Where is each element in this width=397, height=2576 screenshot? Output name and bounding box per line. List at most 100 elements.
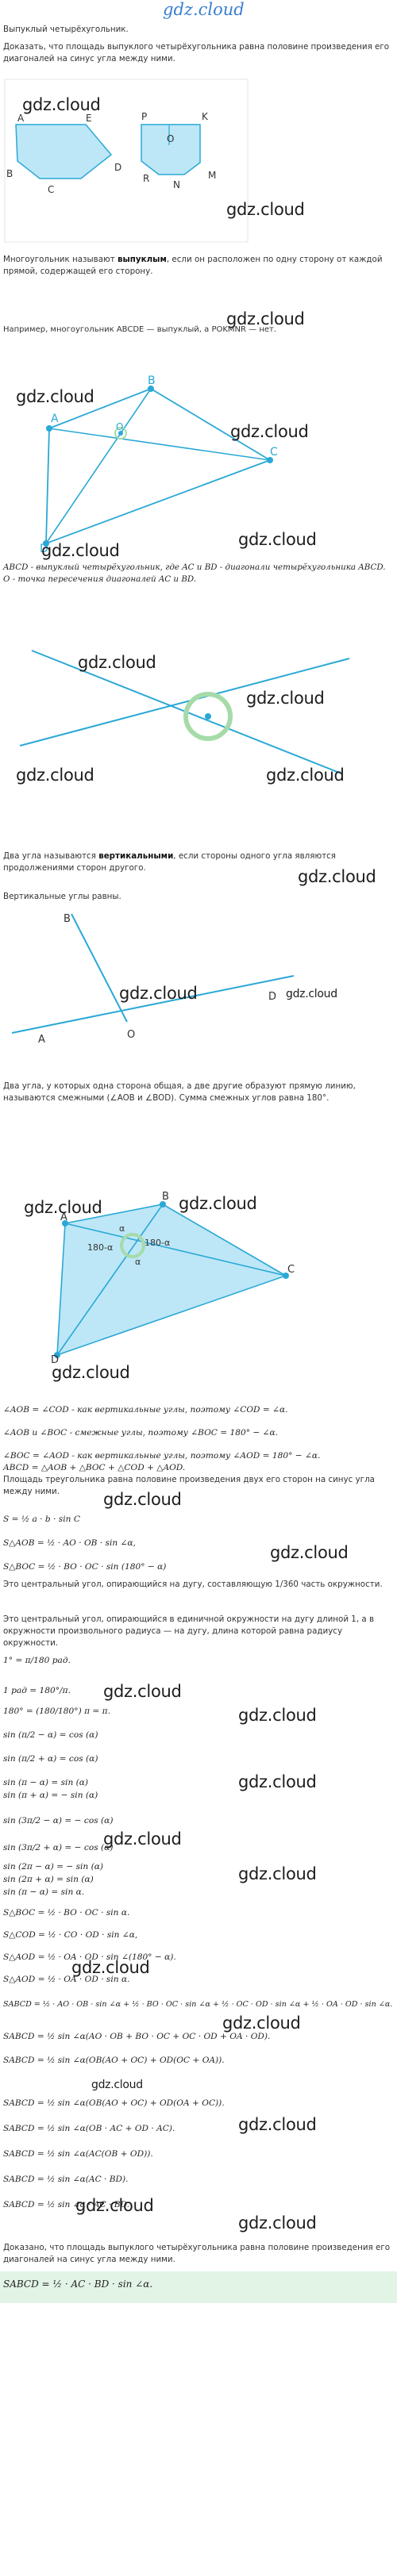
eq-line: sin (3π/2 − α) = − cos (α): [3, 1816, 114, 1825]
fig1-label-c: C: [48, 184, 54, 195]
eq-line: S△AOD = ½ · OA · OD · sin α.: [3, 1975, 130, 1984]
eq-line: sin (2π + α) = sin (α): [3, 1875, 94, 1884]
watermark: gdz.cloud: [16, 766, 94, 785]
fig4-label-b: B: [64, 913, 71, 925]
site-logo[interactable]: gdz.cloud: [163, 0, 245, 19]
fig5-label-d: D: [51, 1354, 59, 1365]
figure-adjacent-angles: B A O D: [0, 896, 397, 1055]
eq-line: sin (π − α) = sin α.: [3, 1887, 85, 1897]
fig1-label-r: R: [143, 173, 149, 184]
eq-line: sin (π + α) = − sin (α): [3, 1791, 98, 1800]
fig4-label-d: D: [268, 991, 276, 1003]
fig5-label-c: C: [287, 1264, 295, 1276]
fig1-label-p: P: [141, 111, 147, 122]
fig2-label-d: D: [40, 543, 48, 555]
fig1-label-o: O: [167, 133, 174, 144]
watermark: gdz.cloud: [238, 2213, 317, 2232]
adjacent-definition: Два угла, у которых одна сторона общая, …: [3, 1081, 356, 1103]
eq-line: ∠AOB и ∠BOC - смежные углы, поэтому ∠BOC…: [3, 1428, 279, 1438]
eq-line: SABCD = ½ sin ∠α(OB(AO + OC) + OD(OA + O…: [3, 2098, 225, 2108]
watermark: gdz.cloud: [238, 1864, 317, 1883]
fig5-label-180-right: 180-α: [145, 1238, 170, 1248]
watermark: gdz.cloud: [238, 1772, 317, 1791]
fig1-label-n: N: [173, 179, 180, 190]
final-formula-highlight: [0, 2271, 397, 2303]
radian-text: Это центральный угол, опирающийся в един…: [3, 1614, 375, 1648]
intro-text: Доказать, что площадь выпуклого четырёху…: [3, 42, 390, 63]
watermark: gdz.cloud: [24, 1198, 102, 1217]
eq-line: SABCD = ½ sin ∠α(AC · BD).: [3, 2175, 129, 2184]
watermark: gdz.cloud: [226, 200, 305, 219]
figure-quadrilateral-angles: A B C D α α 180-α 180-α: [0, 1190, 397, 1366]
fig2-label-o: O: [116, 421, 123, 432]
watermark: gdz.cloud: [22, 95, 101, 114]
eq-line: 180° = (180/180°) π = π.: [3, 1706, 110, 1716]
eq-line: SABCD = ½ sin ∠α(AC(OB + OD)).: [3, 2149, 153, 2159]
fig5-label-alpha-bottom: α: [135, 1257, 141, 1267]
eq-line: sin (3π/2 + α) = − cos (α): [3, 1843, 114, 1852]
watermark: gdz.cloud: [103, 1829, 182, 1849]
watermark: gdz.cloud: [41, 541, 120, 560]
eq-line: SABCD = ½ sin ∠α(OB(AO + OC) + OD(OC + O…: [3, 2056, 225, 2065]
watermark: gdz.cloud: [286, 988, 337, 1000]
watermark: gdz.cloud: [103, 1490, 182, 1509]
watermark: gdz.cloud: [222, 2014, 301, 2033]
watermark: gdz.cloud: [230, 422, 309, 441]
section-title: Выпуклый четырёхугольник.: [3, 25, 129, 34]
eq-line: SABCD = ½ sin ∠α · AC · BD.: [3, 2200, 130, 2209]
fig4-label-o: O: [127, 1029, 135, 1041]
convex-definition: Многоугольник называют выпуклым, если он…: [3, 255, 383, 276]
fig2-label-a: A: [51, 413, 59, 425]
fig5-label-alpha-top: α: [119, 1223, 125, 1234]
conclusion-text: Доказано, что площадь выпуклого четырёху…: [3, 2243, 391, 2264]
fig1-label-a: A: [17, 113, 25, 124]
eq-line: ∠BOC = ∠AOD - как вертикальные углы, поэ…: [3, 1451, 321, 1461]
final-formula: SABCD = ½ · AC · BD · sin ∠α.: [3, 2278, 153, 2290]
fig5-label-b: B: [162, 1191, 169, 1203]
fig1-label-m: M: [208, 170, 216, 181]
watermark: gdz.cloud: [16, 387, 94, 406]
watermark: gdz.cloud: [238, 530, 317, 549]
eq-line: sin (π/2 + α) = cos (α): [3, 1754, 98, 1764]
eq-line: 1° = π/180 рад.: [3, 1656, 71, 1665]
watermark: gdz.cloud: [238, 1706, 317, 1725]
watermark: gdz.cloud: [179, 1194, 257, 1213]
fig5-label-a: A: [60, 1211, 67, 1223]
eq-line: SABCD = ½ sin ∠α(OB · AC + OD · AC).: [3, 2124, 175, 2133]
watermark: gdz.cloud: [52, 1363, 130, 1382]
watermark: gdz.cloud: [266, 766, 345, 785]
fig4-label-a: A: [38, 1034, 45, 1046]
watermark: gdz.cloud: [246, 689, 325, 708]
watermark: gdz.cloud: [238, 2115, 317, 2134]
eq-line: 1 рад = 180°/π.: [3, 1686, 71, 1695]
figure-intersecting-lines: [0, 627, 397, 777]
eq-line: ∠AOB = ∠COD - как вертикальные углы, поэ…: [3, 1405, 288, 1415]
fig2-label-b: B: [148, 374, 156, 387]
polygon-example: Например, многоугольник ABCDE — выпуклый…: [3, 325, 277, 334]
eq-line: SABCD = ½ · AO · OB · sin ∠α + ½ · BO · …: [3, 2000, 393, 2009]
abcd-description: ABCD - выпуклый четырёхугольник, где AC …: [3, 562, 386, 584]
fig1-label-k: K: [202, 111, 209, 122]
triangle-area-rule: Площадь треугольника равна половине прои…: [3, 1475, 375, 1496]
watermark: gdz.cloud: [75, 2196, 154, 2215]
watermark: gdz.cloud: [270, 1543, 349, 1562]
watermark: gdz.cloud: [91, 2079, 143, 2091]
figure-convex-polygons: A E B C D P O K R N M: [0, 75, 397, 250]
eq-line: sin (π − α) = sin (α): [3, 1778, 89, 1787]
central-angle-text: Это центральный угол, опирающийся на дуг…: [3, 1580, 383, 1589]
watermark: gdz.cloud: [103, 1682, 182, 1701]
vertical-equal: Вертикальные углы равны.: [3, 892, 121, 901]
eq-line: S△COD = ½ · CO · OD · sin ∠α,: [3, 1930, 138, 1940]
eq-line: sin (2π − α) = − sin (α): [3, 1862, 104, 1872]
eq-line: S△BOC = ½ · BO · OC · sin (180° − α): [3, 1562, 167, 1572]
watermark: gdz.cloud: [226, 309, 305, 328]
eq-line: S△BOC = ½ · BO · OC · sin α.: [3, 1908, 130, 1918]
eq-line: sin (π/2 − α) = cos (α): [3, 1730, 98, 1740]
vertical-definition: Два угла называются вертикальными, если …: [3, 851, 336, 873]
figure-quadrilateral-diagonals: A B O C D: [0, 373, 397, 555]
eq-line: S = ½ a · b · sin C: [3, 1515, 80, 1524]
eq-line: S△AOB = ½ · AO · OB · sin ∠α,: [3, 1538, 136, 1548]
fig5-label-180-left: 180-α: [87, 1242, 113, 1253]
watermark: gdz.cloud: [78, 653, 156, 672]
eq-line: S△AOD = ½ · OA · OD · sin ∠(180° − α).: [3, 1952, 176, 1962]
